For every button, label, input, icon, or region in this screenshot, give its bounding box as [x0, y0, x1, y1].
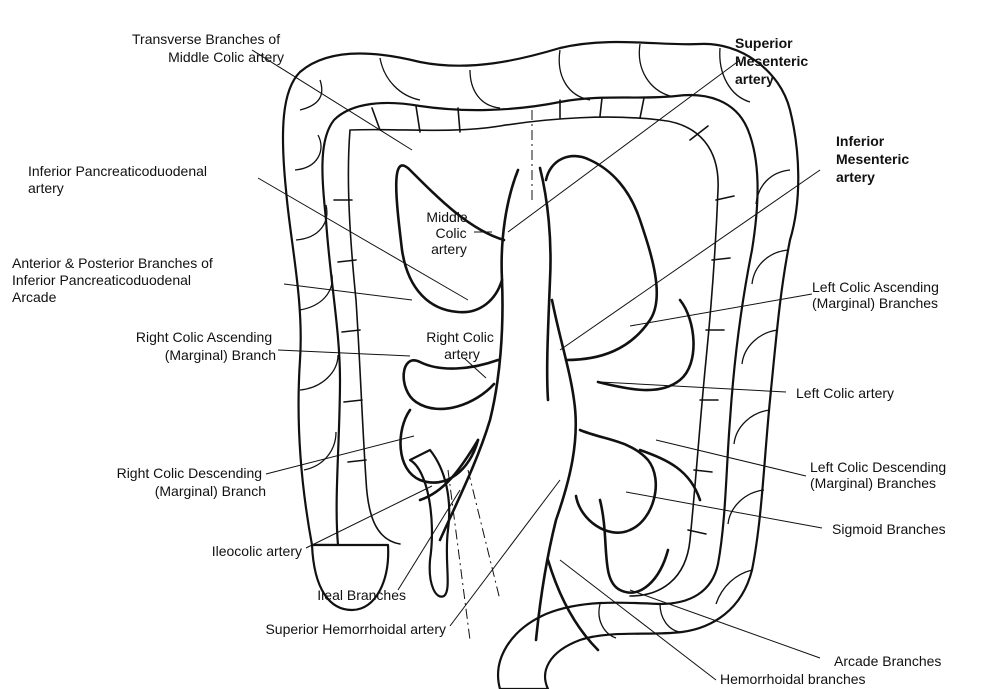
arteries [334, 98, 734, 650]
label-superior-hemorrhoidal-artery: Superior Hemorrhoidal artery [265, 621, 446, 637]
label-left-colic-ascending-branches: Left Colic Ascending (Marginal) Branches [812, 279, 943, 311]
appendix [410, 450, 449, 597]
label-ileocolic-artery: Ileocolic artery [212, 543, 302, 559]
inferior-mesenteric-trunk [536, 300, 576, 640]
marginal-arcade [348, 117, 718, 596]
label-transverse-branches: Transverse Branches of Middle Colic arte… [132, 31, 284, 65]
label-sigmoid-branches: Sigmoid Branches [832, 521, 946, 537]
right-colic-branch [404, 360, 498, 409]
label-hemorrhoidal-branches: Hemorrhoidal branches [720, 671, 866, 687]
label-right-colic-artery: Right Colic artery [426, 329, 498, 362]
label-arcade-branches: Arcade Branches [834, 653, 941, 669]
mesentery-lines [448, 110, 532, 640]
label-middle-colic-artery: Middle Colic artery [426, 209, 471, 257]
label-left-colic-descending-branches: Left Colic Descending (Marginal) Branche… [810, 459, 950, 491]
labels: Transverse Branches of Middle Colic arte… [12, 31, 950, 687]
label-inferior-mesenteric-artery: Inferior Mesenteric artery [836, 133, 913, 185]
label-inferior-pancreaticoduodenal-artery: Inferior Pancreaticoduodenal artery [28, 163, 211, 196]
label-superior-mesenteric-artery: Superior Mesenteric artery [735, 35, 812, 87]
sigmoid-branches [576, 430, 656, 533]
label-left-colic-artery: Left Colic artery [796, 385, 894, 401]
label-right-colic-ascending-branch: Right Colic Ascending (Marginal) Branch [136, 329, 276, 363]
label-ileal-branches: Ileal Branches [317, 587, 406, 603]
label-right-colic-descending-branch: Right Colic Descending (Marginal) Branch [117, 465, 266, 499]
left-colic-branch [546, 156, 657, 360]
label-anterior-posterior-branches: Anterior & Posterior Branches of Inferio… [12, 255, 217, 305]
